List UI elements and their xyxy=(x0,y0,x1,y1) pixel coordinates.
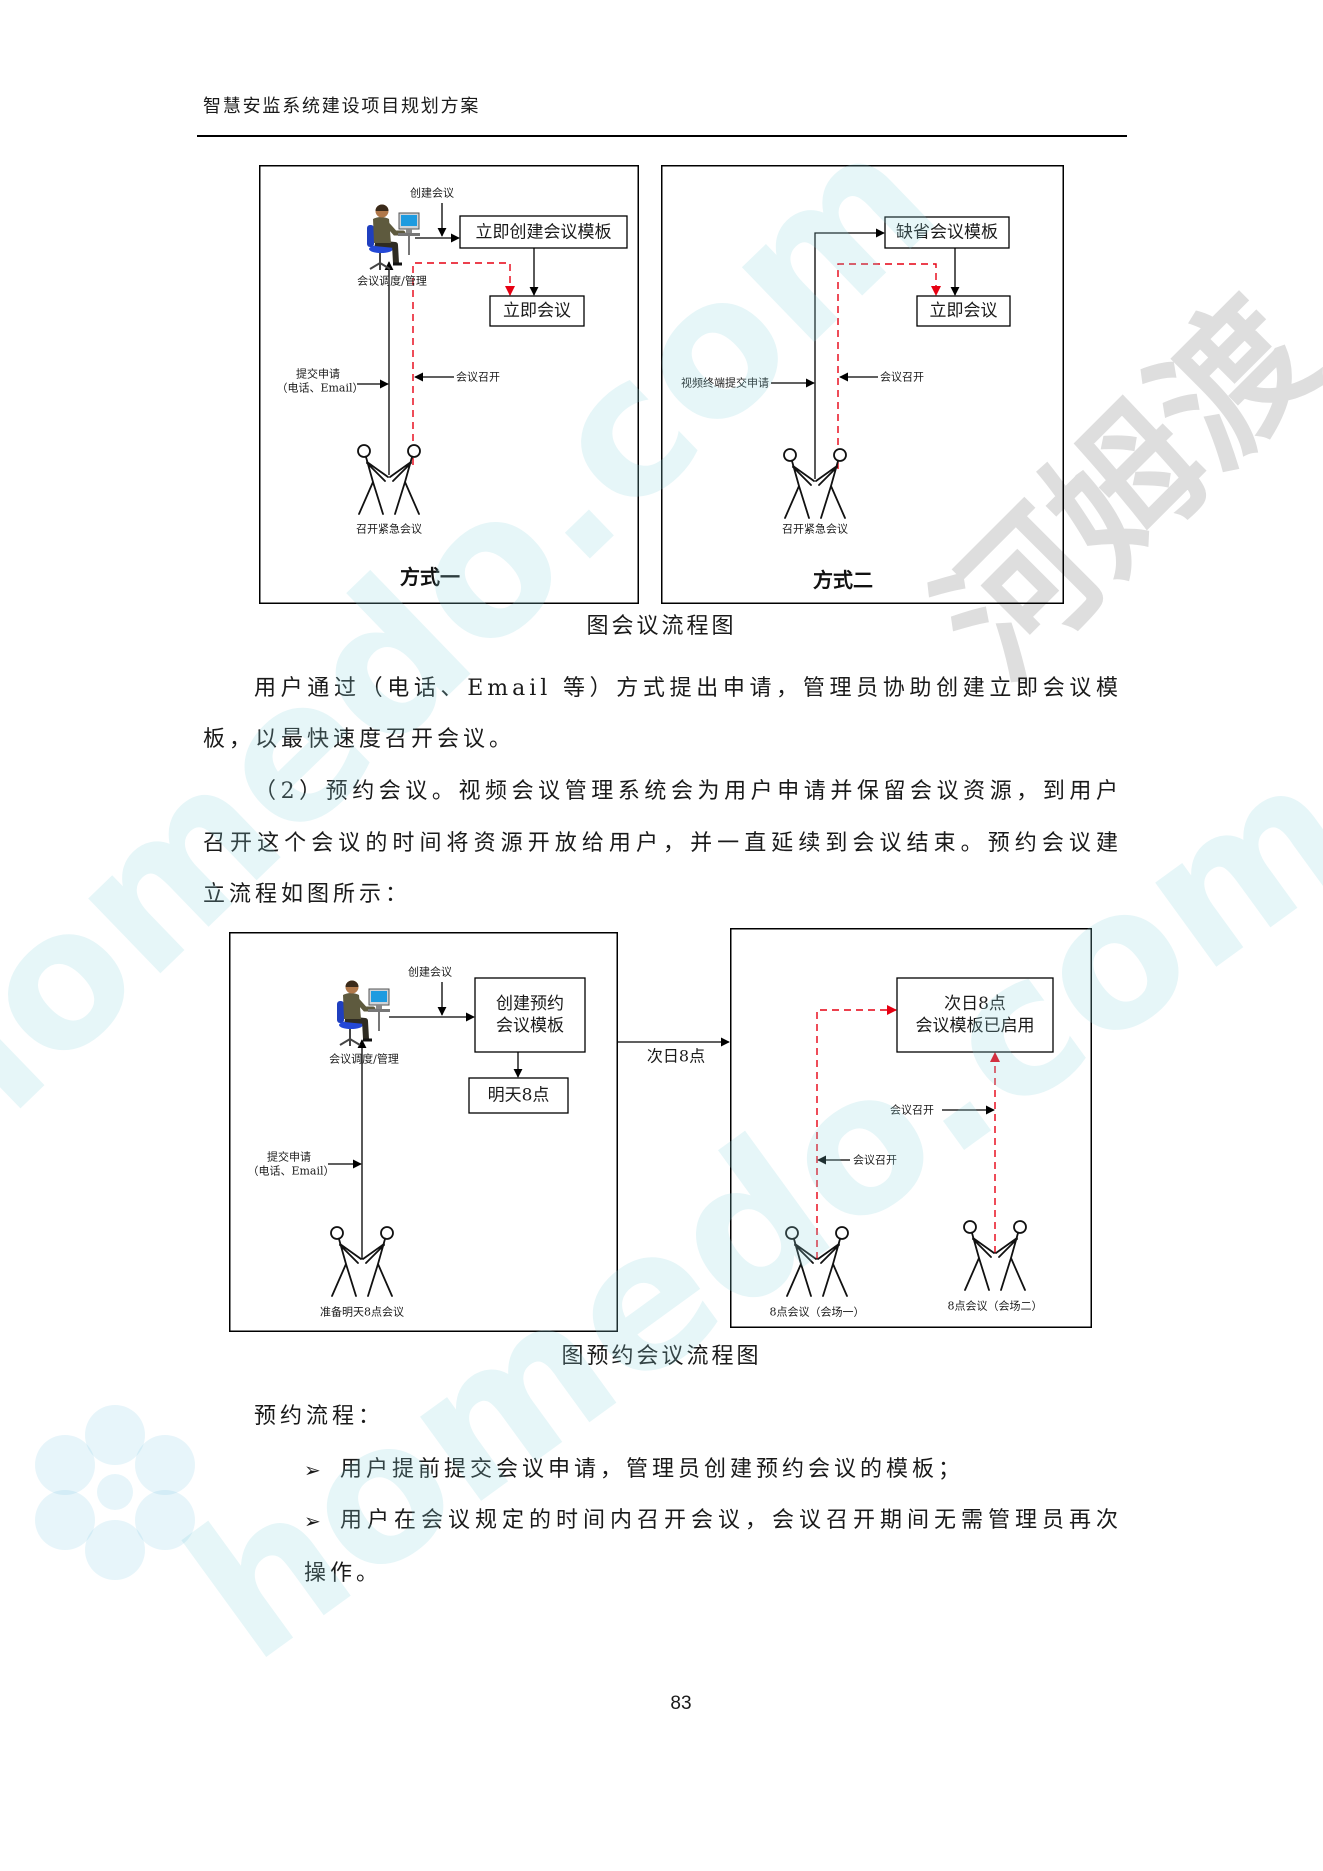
schedule-box xyxy=(468,1077,569,1114)
panel-method-2 xyxy=(661,165,1064,604)
submit-label: 提交申请 xyxy=(296,367,340,381)
enabled-template-box xyxy=(896,977,1054,1053)
method-2-title: 方式二 xyxy=(813,568,873,592)
panel-method-1 xyxy=(259,165,639,604)
process-item-continuation: 操作。 xyxy=(304,1561,383,1586)
running-header: 智慧安监系统建设项目规划方案 xyxy=(203,96,481,117)
create-meeting-label: 创建会议 xyxy=(410,186,454,200)
process-item: 用户在会议规定的时间内召开会议，会议召开期间无需管理员再次 xyxy=(340,1508,1122,1533)
open-meeting-label: 会议召开 xyxy=(456,371,500,384)
instant-meeting-box xyxy=(916,295,1011,327)
instant-template-box xyxy=(459,215,628,249)
open-meeting-label: 会议召开 xyxy=(890,1104,934,1117)
transition-label: 次日8点 xyxy=(647,1047,705,1066)
submit-label: 提交申请 xyxy=(267,1150,311,1164)
paragraph-2-line: （2）预约会议。视频会议管理系统会为用户申请并保留会议资源，到用户 xyxy=(254,779,1122,804)
operator-at-computer-icon xyxy=(337,981,390,1047)
enabled-template-label-line1: 次日8点 xyxy=(944,994,1006,1014)
terminal-submit-label: 视频终端提交申请 xyxy=(681,376,769,390)
open-meeting-dashed-arrow xyxy=(837,263,941,469)
figure-1-caption: 图会议流程图 xyxy=(586,614,737,639)
reservation-template-label-line1: 创建预约 xyxy=(496,994,564,1014)
meeting-flow-diagram: 创建会议 立即创建会议模板 会议调度/管理 立即会议 提交申请 （电话、Emai… xyxy=(259,165,1064,604)
submit-flow-arrow xyxy=(814,228,885,479)
reservation-flow-diagram: 创建会议 创建预约 会议模板 会议调度/管理 明天8点 提交申请 （电话、Ema… xyxy=(229,928,1092,1332)
submit-channels-label: （电话、Email） xyxy=(276,382,363,395)
panel-reservation-setup xyxy=(229,932,618,1332)
operator-at-computer-icon xyxy=(367,205,420,271)
panel-reservation-meeting xyxy=(730,928,1092,1328)
reservation-template-box xyxy=(474,977,586,1053)
open-meeting-label: 会议召开 xyxy=(880,371,924,384)
method-1-title: 方式一 xyxy=(400,565,460,589)
header-rule xyxy=(197,135,1127,137)
participants-label: 召开紧急会议 xyxy=(782,522,848,536)
instant-meeting-label: 立即会议 xyxy=(930,301,998,321)
operator-label: 会议调度/管理 xyxy=(329,1052,399,1066)
arrowhead-bullet-icon: ➢ xyxy=(304,1509,321,1533)
figure-2-caption: 图预约会议流程图 xyxy=(561,1344,762,1369)
watermark-flower-logo xyxy=(35,1405,195,1580)
schedule-label: 明天8点 xyxy=(488,1086,550,1106)
reservation-template-label-line2: 会议模板 xyxy=(496,1016,564,1036)
instant-meeting-label: 立即会议 xyxy=(503,301,571,321)
venue-1-dashed-arrow xyxy=(816,1005,897,1259)
participants-icon xyxy=(963,1220,1027,1291)
open-meeting-label: 会议召开 xyxy=(853,1154,897,1167)
instant-meeting-box xyxy=(489,295,585,327)
process-item: 用户提前提交会议申请，管理员创建预约会议的模板； xyxy=(340,1457,965,1482)
arrowhead-bullet-icon: ➢ xyxy=(304,1458,321,1482)
paragraph-2-line: 立流程如图所示： xyxy=(203,882,412,907)
operator-label: 会议调度/管理 xyxy=(357,274,427,288)
venue-2-label: 8点会议（会场二） xyxy=(948,1299,1043,1313)
venue-1-label: 8点会议（会场一） xyxy=(770,1305,865,1319)
paragraph-1-line: 板，以最快速度召开会议。 xyxy=(203,727,516,752)
participants-icon xyxy=(785,1226,849,1297)
participants-label: 准备明天8点会议 xyxy=(320,1305,404,1319)
paragraph-1-line: 用户通过（电话、Email 等）方式提出申请，管理员协助创建立即会议模 xyxy=(254,676,1122,701)
submit-channels-label: （电话、Email） xyxy=(247,1165,334,1178)
paragraph-2-line: 召开这个会议的时间将资源开放给用户，并一直延续到会议结束。预约会议建 xyxy=(203,831,1122,856)
enabled-template-label-line2: 会议模板已启用 xyxy=(916,1016,1035,1036)
participants-label: 召开紧急会议 xyxy=(356,522,422,536)
page-number: 83 xyxy=(670,1693,692,1714)
process-heading: 预约流程： xyxy=(254,1404,385,1429)
create-meeting-label: 创建会议 xyxy=(408,965,452,979)
open-meeting-dashed-arrow xyxy=(412,262,515,465)
default-template-label: 缺省会议模板 xyxy=(896,223,998,243)
instant-template-label: 立即创建会议模板 xyxy=(476,223,612,243)
default-template-box xyxy=(884,216,1010,249)
